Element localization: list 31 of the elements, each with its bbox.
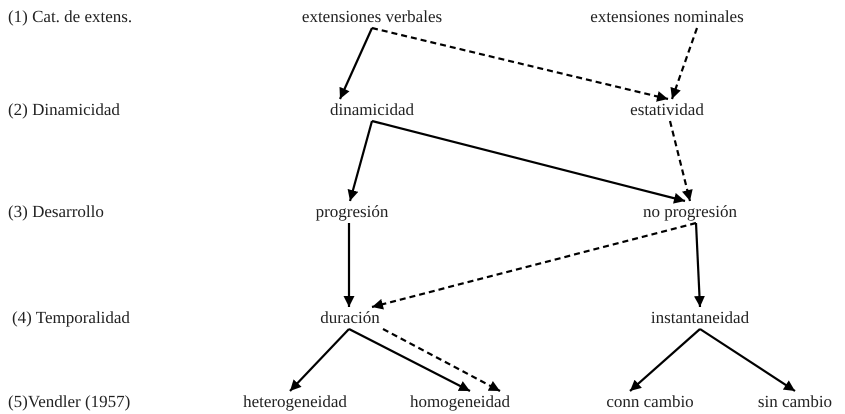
arrow (348, 120, 374, 202)
category-label: extensiones verbales (302, 6, 442, 28)
arrow (699, 328, 796, 392)
arrow (382, 328, 501, 392)
arrow (694, 222, 705, 308)
arrow (372, 26, 668, 102)
category-label: extensiones nominales (590, 6, 744, 28)
category-label: homogeneidad (410, 391, 510, 413)
level-label: (3) Desarrollo (8, 201, 104, 223)
level-label: (4) Temporalidad (12, 307, 130, 329)
category-label: dinamicidad (330, 99, 414, 121)
category-label: sin cambio (758, 391, 832, 413)
arrow (289, 328, 350, 392)
arrow (344, 223, 354, 307)
category-label: conn cambio (606, 391, 694, 413)
category-label: estatividad (630, 99, 704, 121)
level-label: (2) Dinamicidad (8, 99, 120, 121)
arrow (670, 28, 698, 100)
category-label: no progresión (643, 201, 737, 223)
level-label: (5)Vendler (1957) (8, 391, 130, 413)
arrow (372, 120, 686, 204)
arrow (348, 328, 470, 392)
arrow (668, 120, 693, 202)
category-label: heterogeneidad (243, 391, 347, 413)
arrow (372, 222, 696, 310)
category-label: duración (320, 307, 380, 329)
arrow (339, 28, 373, 100)
level-label: (1) Cat. de extens. (8, 6, 132, 28)
category-label: progresión (316, 201, 388, 223)
arrow (629, 328, 701, 392)
category-label: instantaneidad (650, 307, 750, 329)
